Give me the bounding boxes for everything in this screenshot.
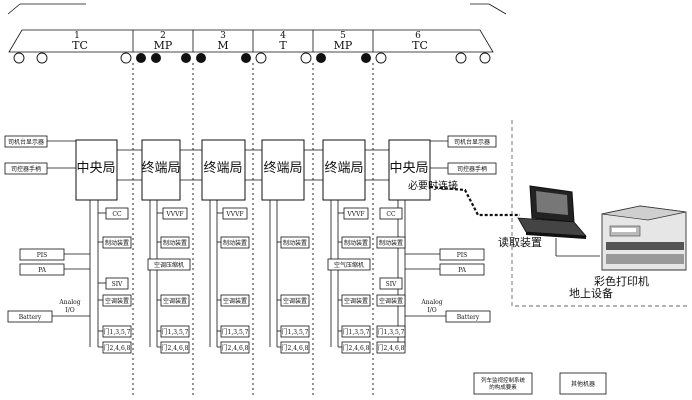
ground-equipment: 必要时连接 读取装置 彩色打印机 地上设备 xyxy=(408,120,690,307)
car1-cc: CC xyxy=(112,211,122,218)
car6-brake: 制动装置 xyxy=(379,239,403,247)
optional-connection-line xyxy=(429,185,520,217)
car6-doors-even: 门2,4,6,8 xyxy=(378,344,405,352)
color-printer-icon xyxy=(601,205,687,271)
car2-aircon-compressor: 空调压缩机 xyxy=(154,261,184,269)
car1-doors-odd: 门1,3,5,7 xyxy=(104,328,131,336)
car-number-2: 2 xyxy=(160,31,166,41)
left-cab-inputs: 司机台显示器 司控器手柄 xyxy=(4,135,76,175)
right-driver-display: 司机台显示器 xyxy=(454,138,490,146)
car-number-5: 5 xyxy=(340,31,346,41)
car1-siv: SIV xyxy=(112,281,123,288)
central-station-right: 中央局 xyxy=(389,161,428,176)
legend-other-equipment-label: 其他机器 xyxy=(571,380,595,388)
car-type-4: T xyxy=(279,39,287,52)
car6-pis: PIS xyxy=(457,252,468,259)
ground-equipment-label: 地上设备 xyxy=(569,286,613,300)
car4-aircon: 空调装置 xyxy=(283,297,307,305)
reader-laptop-icon xyxy=(517,185,587,239)
car6-aircon: 空调装置 xyxy=(379,297,403,305)
car2-devices: VVVF 制动装置 空调压缩机 空调装置 门1,3,5,7 门2,4,6,8 xyxy=(147,200,191,354)
car3-doors-odd: 门1,3,5,7 xyxy=(222,328,249,336)
stations: 中央局 终端局 终端局 终端局 终端局 中央局 xyxy=(75,139,431,201)
car5-air-compressor: 空气压缩机 xyxy=(334,261,364,269)
reader-label: 读取装置 xyxy=(498,235,542,249)
printer-label: 彩色打印机 xyxy=(594,274,649,288)
car-type-5: MP xyxy=(334,39,353,52)
car3-doors-even: 门2,4,6,8 xyxy=(222,344,249,352)
car-number-4: 4 xyxy=(280,31,286,41)
car3-vvvf: VVVF xyxy=(225,211,243,218)
car1-brake: 制动装置 xyxy=(105,239,129,247)
left-master-controller: 司控器手柄 xyxy=(11,165,41,173)
car-number-3: 3 xyxy=(220,31,226,41)
car1-doors-even: 门2,4,6,8 xyxy=(104,344,131,352)
optional-connection-label: 必要时连接 xyxy=(408,179,458,192)
car5-vvvf: VVVF xyxy=(346,211,364,218)
left-driver-display: 司机台显示器 xyxy=(8,138,44,146)
car1-aircon: 空调装置 xyxy=(105,297,129,305)
car3-aircon: 空调装置 xyxy=(223,297,247,305)
central-station-left: 中央局 xyxy=(76,161,115,176)
car6-pa: PA xyxy=(458,267,466,274)
car4-brake: 制动装置 xyxy=(283,239,307,247)
car1-analog: Analog xyxy=(58,299,80,306)
car1-pis: PIS xyxy=(37,252,48,259)
car2-doors-odd: 门1,3,5,7 xyxy=(162,328,189,336)
legend-system-elements-line1: 列车监视控制系统的构成要素 xyxy=(481,376,526,391)
terminal-station-3: 终端局 xyxy=(203,160,242,176)
legend: 列车监视控制系统的构成要素 其他机器 xyxy=(473,372,607,395)
right-master-controller: 司控器手柄 xyxy=(457,165,487,173)
car6-devices: CC 制动装置 PIS PA SIV 空调装置 Analog I/O Batte… xyxy=(376,200,491,354)
car6-cc: CC xyxy=(386,211,396,218)
car2-vvvf: VVVF xyxy=(165,211,183,218)
car6-doors-odd: 门1,3,5,7 xyxy=(378,328,405,336)
car5-brake: 制动装置 xyxy=(344,239,368,247)
wheels xyxy=(13,52,491,64)
car5-devices: VVVF 制动装置 空气压缩机 空调装置 门1,3,5,7 门2,4,6,8 xyxy=(327,200,371,354)
car6-io: I/O xyxy=(427,307,436,314)
car4-devices: 制动装置 空调装置 门1,3,5,7 门2,4,6,8 xyxy=(269,200,310,354)
car1-io: I/O xyxy=(65,307,74,314)
car4-doors-odd: 门1,3,5,7 xyxy=(282,328,309,336)
car3-brake: 制动装置 xyxy=(223,239,247,247)
car6-analog: Analog xyxy=(420,299,442,306)
legend-other-equipment xyxy=(559,372,607,395)
car2-brake: 制动装置 xyxy=(163,239,187,247)
car-type-1: TC xyxy=(72,39,88,52)
legend-system-elements xyxy=(473,372,533,395)
car6-siv: SIV xyxy=(386,281,397,288)
car4-doors-even: 门2,4,6,8 xyxy=(282,344,309,352)
car5-doors-odd: 门1,3,5,7 xyxy=(343,328,370,336)
car-type-6: TC xyxy=(412,39,428,52)
transmission-lines xyxy=(117,149,389,181)
car-number-1: 1 xyxy=(74,31,80,41)
car1-devices: CC 制动装置 PIS PA SIV 空调装置 Analog I/O Batte… xyxy=(7,200,132,354)
car3-devices: VVVF 制动装置 空调装置 门1,3,5,7 门2,4,6,8 xyxy=(209,200,250,354)
right-cab-inputs: 司机台显示器 司控器手柄 xyxy=(430,135,497,175)
train-outline xyxy=(7,3,507,53)
car-type-2: MP xyxy=(154,39,173,52)
ground-equipment-boundary xyxy=(511,120,690,307)
car-boundary-lines xyxy=(132,63,374,395)
terminal-station-2: 终端局 xyxy=(141,160,180,176)
car-numbers: 1 2 3 4 5 6 xyxy=(74,31,421,41)
car5-aircon: 空调装置 xyxy=(344,297,368,305)
car2-aircon: 空调装置 xyxy=(163,297,187,305)
car2-doors-even: 门2,4,6,8 xyxy=(162,344,189,352)
terminal-station-5: 终端局 xyxy=(324,160,363,176)
car-number-6: 6 xyxy=(415,31,421,41)
car-type-3: M xyxy=(217,39,228,52)
car5-doors-even: 门2,4,6,8 xyxy=(343,344,370,352)
car1-pa: PA xyxy=(38,267,46,274)
terminal-station-4: 终端局 xyxy=(263,160,302,176)
car6-battery: Battery xyxy=(457,314,480,321)
car-dividers xyxy=(132,30,374,52)
car-types: TC MP M T MP TC xyxy=(72,39,428,52)
car1-battery: Battery xyxy=(19,314,42,321)
